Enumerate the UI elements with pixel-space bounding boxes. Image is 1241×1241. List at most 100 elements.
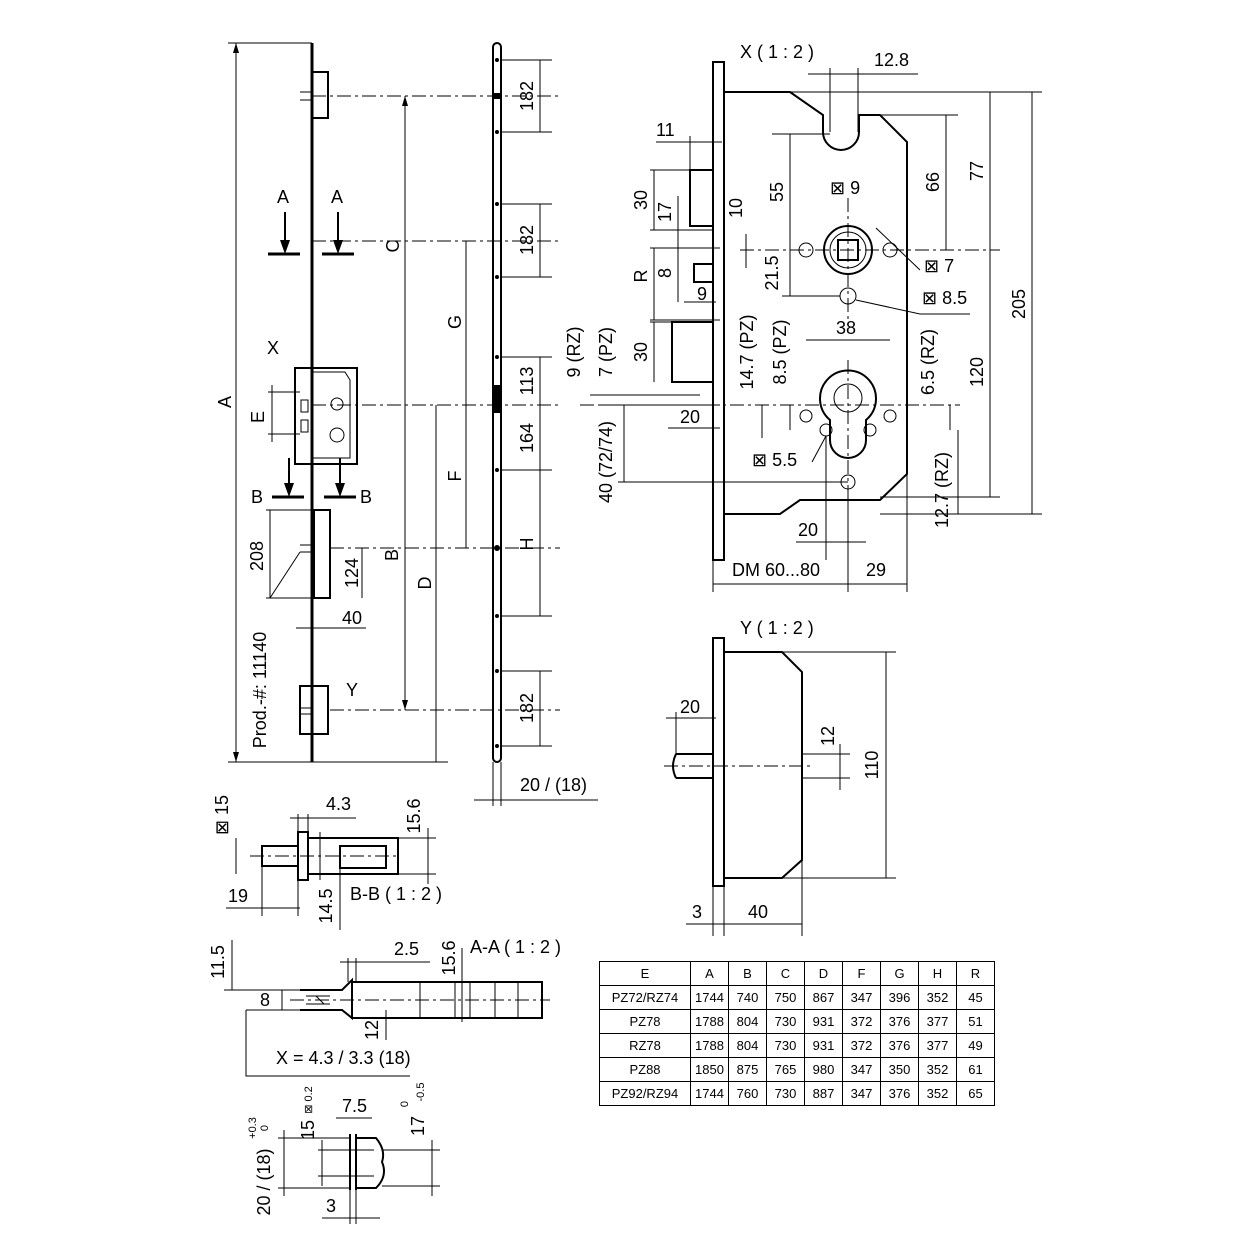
section-bb: ⊠ 15 4.3 15.6 19 14.5 B-B ( 1 : 2 )	[212, 794, 442, 930]
dim-182-mid: 182	[517, 225, 537, 255]
dim-15-detail: 15	[298, 1120, 318, 1140]
table-header: G	[880, 961, 919, 986]
label-h: H	[517, 538, 537, 551]
label-g: G	[445, 315, 465, 329]
table-cell: 1788	[690, 1009, 729, 1034]
table-cell: 350	[880, 1057, 919, 1082]
dim-20-x-bot: 20	[798, 520, 818, 540]
table-cell: 804	[728, 1009, 767, 1034]
table-header: H	[918, 961, 957, 986]
dim-9-rz: 9 (RZ)	[564, 327, 584, 378]
tol-20-up: +0.3	[247, 1117, 259, 1139]
dim-9-x: 9	[697, 284, 707, 304]
detail-bottom: 7.5 15 ⊠ 0.2 17 0 -0.5 20 / (18) +0.3 0 …	[247, 1083, 440, 1224]
dim-8-x: 8	[655, 268, 675, 278]
table-cell: 887	[804, 1081, 843, 1106]
table-cell: 377	[918, 1009, 957, 1034]
view-y: Y ( 1 : 2 ) 20 12 110 3 40	[664, 618, 896, 936]
table-cell: 376	[880, 1009, 919, 1034]
dim-21-5: 21.5	[762, 255, 782, 290]
x-formula: X = 4.3 / 3.3 (18)	[276, 1048, 411, 1068]
table-cell: 730	[766, 1081, 805, 1106]
dim-sq8-5: ⊠ 8.5	[922, 288, 967, 308]
table-cell: 376	[880, 1081, 919, 1106]
table-cell: 65	[956, 1081, 995, 1106]
dim-sq7: ⊠ 7	[924, 256, 954, 276]
label-r: R	[631, 270, 651, 283]
section-a-right: A	[331, 187, 343, 207]
table-cell: 760	[728, 1081, 767, 1106]
tol-20-lo: 0	[259, 1125, 271, 1131]
view-x: X ( 1 : 2 ) 12.8 11 30 17 10 R 8 9	[564, 42, 1042, 592]
table-cell: PZ72/RZ74	[599, 985, 691, 1010]
table-cell: 51	[956, 1009, 995, 1034]
dim-11-5: 11.5	[208, 945, 228, 979]
table-cell: 352	[918, 985, 957, 1010]
table-cell: PZ92/RZ94	[599, 1081, 691, 1106]
dim-sq5-5: ⊠ 5.5	[752, 450, 797, 470]
table-cell: 347	[842, 1057, 881, 1082]
dim-14-5: 14.5	[316, 888, 336, 923]
section-b-right: B	[360, 487, 372, 507]
view-y-title: Y ( 1 : 2 )	[740, 618, 814, 638]
dim-113: 113	[517, 367, 537, 396]
label-d: D	[415, 577, 435, 590]
tol-17-lo: -0.5	[415, 1083, 427, 1102]
dim-12-aa: 12	[362, 1020, 382, 1040]
section-aa-title: A-A ( 1 : 2 )	[470, 937, 561, 957]
dim-205: 205	[1009, 289, 1029, 319]
dim-40-y: 40	[748, 902, 768, 922]
table-header: B	[728, 961, 767, 986]
dim-sq15-bb: ⊠ 15	[212, 795, 232, 835]
dim-40-main: 40	[342, 608, 362, 628]
dim-66: 66	[923, 172, 943, 192]
prod-number: Prod.-#: 11140	[250, 632, 270, 748]
dim-10: 10	[726, 198, 746, 218]
table-cell: 980	[804, 1057, 843, 1082]
table-cell: 45	[956, 985, 995, 1010]
table-cell: 376	[880, 1033, 919, 1058]
table-cell: 867	[804, 985, 843, 1010]
table-header: E	[599, 961, 691, 986]
dim-11: 11	[656, 120, 675, 140]
table-header: F	[842, 961, 881, 986]
locking-rod	[492, 42, 502, 763]
table-row: PZ72/RZ74 1744 740 750 867 347 396 352 4…	[599, 985, 995, 1010]
table-row: RZ78 1788 804 730 931 372 376 377 49	[599, 1033, 995, 1058]
table-header: C	[766, 961, 805, 986]
dim-124: 124	[342, 558, 362, 588]
dim-17: 17	[655, 202, 675, 222]
table-row: PZ88 1850 875 765 980 347 350 352 61	[599, 1057, 995, 1082]
dim-12-8: 12.8	[874, 50, 909, 70]
tol-17-up: 0	[399, 1101, 411, 1107]
tol-15: ⊠ 0.2	[303, 1086, 315, 1114]
table-cell: 1788	[690, 1033, 729, 1058]
table-cell: 931	[804, 1033, 843, 1058]
table-cell: 730	[766, 1033, 805, 1058]
table-header-row: E A B C D F G H R	[599, 961, 995, 986]
dim-164: 164	[517, 423, 537, 453]
table-header: D	[804, 961, 843, 986]
dim-3-y: 3	[692, 902, 702, 922]
dim-19: 19	[228, 886, 248, 906]
dim-208: 208	[247, 541, 267, 571]
dim-30-mid: 30	[631, 342, 651, 362]
label-e: E	[248, 411, 268, 423]
dim-7-pz: 7 (PZ)	[596, 327, 616, 377]
dim-dm: DM 60...80	[732, 560, 820, 580]
dim-17-detail: 17	[408, 1116, 428, 1136]
dim-182-bot: 182	[517, 693, 537, 723]
dim-7-5: 7.5	[342, 1096, 367, 1116]
table-cell: 931	[804, 1009, 843, 1034]
dim-20-18-detail: 20 / (18)	[254, 1148, 274, 1215]
table-row: PZ78 1788 804 730 931 372 376 377 51	[599, 1009, 995, 1034]
dim-38: 38	[836, 318, 856, 338]
dim-182-top: 182	[517, 81, 537, 111]
table-cell: 396	[880, 985, 919, 1010]
dim-15-6-bb: 15.6	[404, 798, 424, 833]
table-cell: 1744	[690, 985, 729, 1010]
table-cell: 875	[728, 1057, 767, 1082]
dimension-table: E A B C D F G H R PZ72/RZ74 1744 740 750…	[599, 961, 995, 1106]
label-b: B	[382, 549, 402, 561]
